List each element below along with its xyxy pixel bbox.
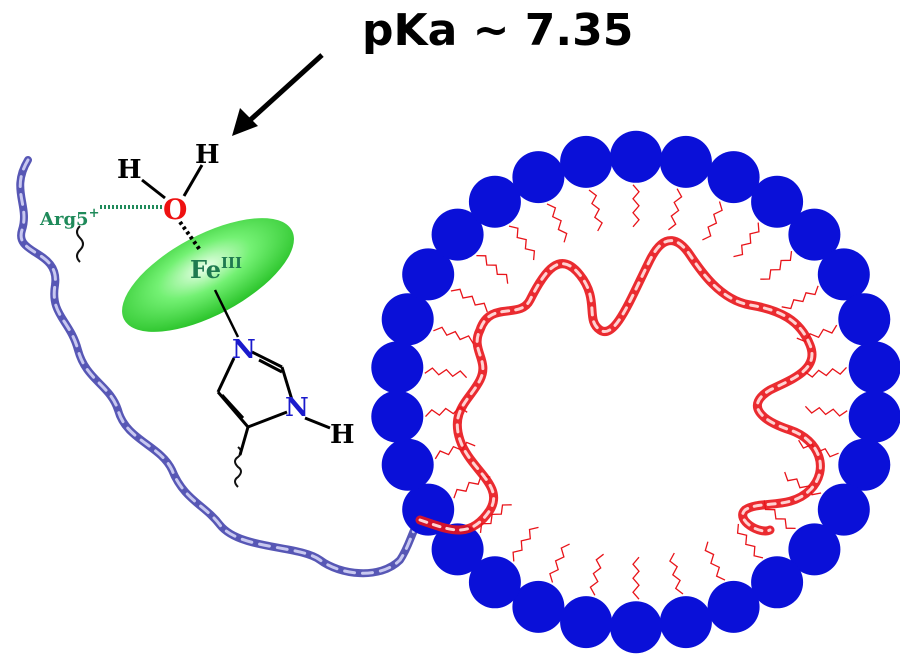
pka-label: pKa ~ 7.35 — [362, 5, 633, 56]
lipid-tail — [508, 225, 536, 261]
headgroup — [707, 151, 760, 204]
imidazole-h: H — [330, 420, 355, 450]
lipid-tail — [702, 201, 723, 241]
headgroup — [560, 135, 613, 188]
lipid-tail — [512, 526, 539, 562]
iron-oxidation: III — [221, 254, 242, 272]
headgroup — [659, 135, 712, 188]
headgroup — [817, 483, 870, 536]
lipid-tail — [763, 500, 796, 530]
water-h-left: H — [117, 155, 142, 185]
headgroup — [838, 293, 891, 346]
headgroup — [788, 523, 841, 576]
headgroup — [788, 208, 841, 261]
imidazole-ring: N N H — [216, 335, 355, 456]
lipid-tail — [669, 552, 684, 595]
imidazole-n-top: N — [232, 335, 256, 365]
peptide-backbone — [16, 156, 424, 578]
fe-n-bond — [213, 289, 240, 338]
iron-label: FeIII — [190, 254, 242, 284]
helical-peptide — [415, 236, 825, 536]
headgroup — [848, 341, 900, 394]
lipid-tail — [733, 222, 760, 258]
micelle-headgroups — [371, 130, 900, 654]
lipid-tail — [434, 441, 476, 460]
headgroup — [381, 293, 434, 346]
arg-charge: + — [89, 206, 100, 221]
water-oxygen: O — [163, 193, 187, 226]
lipid-tail — [476, 254, 509, 284]
micelle-tails — [424, 184, 848, 600]
lipid-tail — [433, 326, 474, 345]
headgroup — [468, 556, 521, 609]
headgroup — [371, 341, 424, 394]
headgroup — [468, 175, 521, 228]
lipid-tail — [781, 285, 819, 310]
water-molecule: H H O — [117, 140, 220, 226]
headgroup — [431, 208, 484, 261]
headgroup — [817, 248, 870, 301]
imidazole-n-right: N — [285, 393, 309, 423]
lipid-tail — [668, 188, 683, 231]
lipid-tail — [632, 184, 640, 228]
iron-symbol: Fe — [190, 255, 221, 284]
lipid-tail — [588, 189, 603, 232]
headgroup — [659, 596, 712, 649]
lipid-tail — [450, 288, 488, 313]
lipid-tail — [784, 471, 822, 496]
lipid-tail — [804, 366, 847, 378]
headgroup — [512, 151, 565, 204]
arg-linker — [76, 225, 84, 263]
headgroup — [402, 248, 455, 301]
headgroup — [610, 130, 662, 183]
lipid-tail — [760, 251, 793, 280]
headgroup — [512, 580, 565, 633]
lipid-tail — [424, 367, 468, 379]
headgroup — [431, 523, 484, 576]
arg-label: Arg5+ — [39, 206, 99, 230]
lipid-tail — [632, 556, 640, 600]
lipid-tail — [736, 523, 764, 559]
headgroup — [707, 580, 760, 633]
heme-ellipse — [122, 218, 294, 332]
headgroup — [848, 390, 900, 443]
headgroup — [610, 601, 662, 654]
headgroup — [371, 390, 424, 443]
arg-name: Arg5 — [39, 209, 89, 230]
lipid-tail — [589, 553, 604, 596]
headgroup — [751, 556, 804, 609]
headgroup — [381, 438, 434, 491]
lipid-tail — [549, 543, 570, 583]
lipid-tail — [704, 541, 726, 581]
headgroup — [751, 175, 804, 228]
lipid-tail — [546, 203, 568, 243]
water-h-right: H — [195, 140, 220, 170]
headgroup — [560, 596, 613, 649]
lipid-tail — [804, 405, 848, 417]
headgroup — [838, 438, 891, 491]
pka-arrow — [232, 53, 324, 136]
